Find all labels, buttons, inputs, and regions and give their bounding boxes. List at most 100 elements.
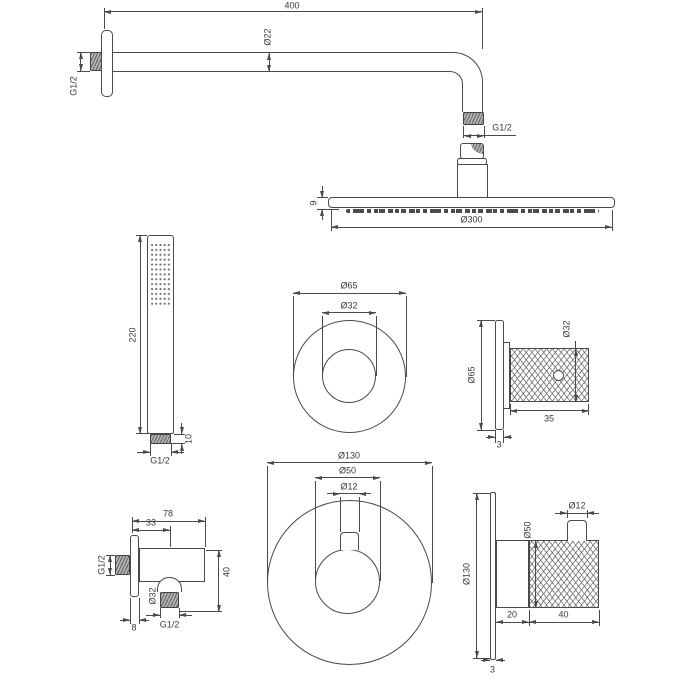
dimension-arrowhead (267, 52, 271, 60)
hand-shower-thread (149, 433, 171, 444)
dim-mixer-side-lever: Ø12 (568, 500, 586, 511)
drawing-line (315, 481, 316, 581)
dimension-arrowhead (521, 620, 529, 624)
dimension-arrowhead (528, 620, 536, 624)
dimension-arrowhead (479, 423, 483, 430)
dimension-arrowhead (474, 651, 479, 658)
drawing-line (104, 8, 105, 29)
drawing-line (431, 465, 433, 583)
drawing-line (494, 430, 496, 443)
dimension-arrowhead (591, 620, 599, 624)
drawing-line (477, 429, 495, 431)
dim-mixer-side-plate: Ø130 (461, 562, 472, 586)
drawing-line (472, 493, 490, 494)
dimension-arrowhead (138, 618, 146, 622)
dim-mixer-front-lever: Ø12 (340, 481, 358, 491)
dimension-arrowhead (496, 620, 503, 624)
drawing-line (131, 517, 133, 533)
drawing-line (109, 555, 111, 575)
drawing-line (405, 296, 407, 377)
drawing-line (376, 315, 377, 376)
drawing-line (138, 597, 140, 624)
drawing-line (139, 235, 141, 434)
dimension-arrowhead (170, 450, 178, 454)
outlet-escutcheon-dome (156, 576, 182, 592)
drawing-line (170, 443, 172, 456)
dimension-arrowhead (496, 658, 503, 662)
dimension-arrowhead (533, 600, 538, 608)
drawing-line (480, 320, 482, 430)
dimension-arrowhead (482, 658, 490, 662)
drawing-line (218, 550, 219, 612)
dim-mixer-side-knob: Ø50 (522, 520, 533, 539)
drawing-line (206, 550, 222, 551)
dim-arm-length: 400 (284, 0, 300, 10)
dimension-arrowhead (320, 208, 324, 216)
dimension-arrowhead (573, 394, 578, 402)
mixer-side-knurled-knob (528, 540, 599, 608)
dimension-arrowhead (138, 235, 142, 242)
mixer-side-plate (489, 491, 496, 660)
dim-trim-side-thickness: 3 (496, 439, 502, 449)
dimension-arrowhead (332, 491, 340, 496)
dimension-arrowhead (560, 511, 567, 515)
mixer-side-base-cylinder (496, 540, 529, 608)
arm-tube-inner (112, 71, 463, 112)
dimension-arrowhead (533, 541, 538, 548)
dimension-arrowhead (573, 348, 578, 356)
drawing-line (205, 517, 206, 547)
drawing-line (509, 410, 589, 411)
drawing-line (380, 481, 381, 581)
ball-joint-hatch (471, 143, 483, 154)
dimension-arrowhead (152, 613, 160, 617)
trim-side-knurled-knob (509, 348, 589, 402)
dimension-arrowhead (266, 460, 274, 465)
dimension-arrowhead (78, 52, 83, 59)
dim-outlet-plate-thickness: 8 (131, 622, 137, 632)
dimension-arrowhead (292, 291, 300, 295)
drawing-line (575, 341, 576, 402)
dimension-arrowhead (216, 550, 221, 557)
dim-mixer-front-plate: Ø130 (337, 450, 361, 460)
drawing-line (316, 208, 339, 210)
head-plate (328, 197, 615, 208)
dimension-arrowhead (373, 475, 380, 480)
dimension-arrowhead (142, 450, 150, 454)
drawing-line (555, 512, 599, 514)
dimension-arrowhead (108, 568, 112, 575)
drawing-line (528, 610, 530, 626)
drawing-line (131, 529, 170, 531)
drawing-line (315, 477, 380, 478)
drawing-line (339, 496, 341, 532)
dimension-arrowhead (163, 528, 170, 532)
drawing-line (266, 465, 268, 583)
drawing-line (292, 292, 406, 294)
dimension-arrowhead (358, 491, 366, 496)
drawing-line (106, 574, 115, 576)
drawing-line (535, 541, 536, 607)
dimension-arrowhead (398, 291, 406, 295)
drawing-line (180, 611, 222, 612)
dimension-arrowhead (474, 493, 479, 500)
drawing-line (130, 597, 131, 624)
dim-trim-side-depth: 35 (543, 413, 555, 423)
drawing-line (331, 226, 612, 228)
dimension-arrowhead (463, 133, 471, 138)
dimension-arrowhead (479, 320, 483, 327)
dimension-arrowhead (487, 435, 495, 439)
dimension-arrowhead (331, 225, 338, 229)
drawing-line (612, 210, 613, 231)
dimension-arrowhead (78, 64, 83, 71)
drawing-line (292, 296, 294, 377)
drawing-line (266, 462, 432, 463)
drawing-line (598, 610, 600, 626)
trim-side-plate (494, 320, 504, 430)
drawing-line (159, 608, 161, 618)
